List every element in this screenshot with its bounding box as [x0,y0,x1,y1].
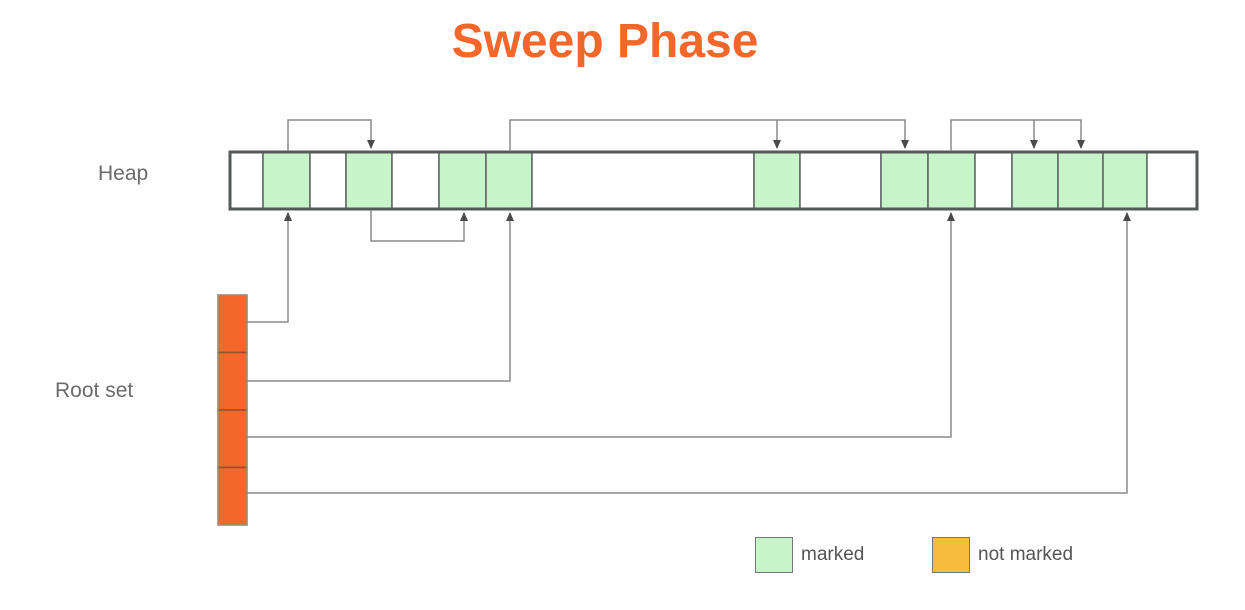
heap-cell-17 [1146,151,1198,210]
pointer-heap2-to-heap4 [287,119,375,151]
heap-cell-9 [753,151,801,210]
pointer-heap12-to-heap15 [950,119,1085,151]
heap-cell-8 [531,151,755,210]
marked-swatch [755,537,793,573]
heap-cell-11 [880,151,929,210]
heap-label: Heap [98,162,149,185]
heap-cell-7 [485,151,533,210]
root-cell-1 [217,294,248,354]
legend-item-not-marked: not marked [932,537,1073,573]
root-cell-2 [217,351,248,411]
root-cell-4 [217,466,248,526]
pointer-root2-to-heap7 [247,212,514,382]
not-marked-swatch [932,537,970,573]
heap-cell-12 [927,151,976,210]
heap-cell-6 [438,151,487,210]
heap-cell-4 [345,151,393,210]
root-cell-3 [217,409,248,469]
legend-label-not-marked: not marked [978,544,1074,565]
heap-cell-14 [1011,151,1059,210]
heap-cell-10 [799,151,882,210]
heap-container [228,150,1199,211]
legend-label-marked: marked [801,544,865,565]
page-title: Sweep Phase [451,15,759,68]
heap-cell-1 [229,151,264,210]
legend-item-marked: marked [755,537,864,573]
root-set-label: Root set [55,379,134,402]
heap-cell-3 [309,151,347,210]
pointer-heap7-to-heap11 [509,119,909,151]
heap-cell-13 [974,151,1013,210]
pointer-heap4-to-heap6 [370,210,468,242]
heap-cell-15 [1057,151,1104,210]
heap-cell-5 [391,151,440,210]
pointer-root3-to-heap12 [247,212,955,438]
pointer-root1-to-heap2 [247,212,292,323]
heap-cell-16 [1102,151,1148,210]
pointer-root4-to-heap16 [247,212,1131,494]
root-set-container [217,294,248,526]
heap-cell-2 [262,151,311,210]
